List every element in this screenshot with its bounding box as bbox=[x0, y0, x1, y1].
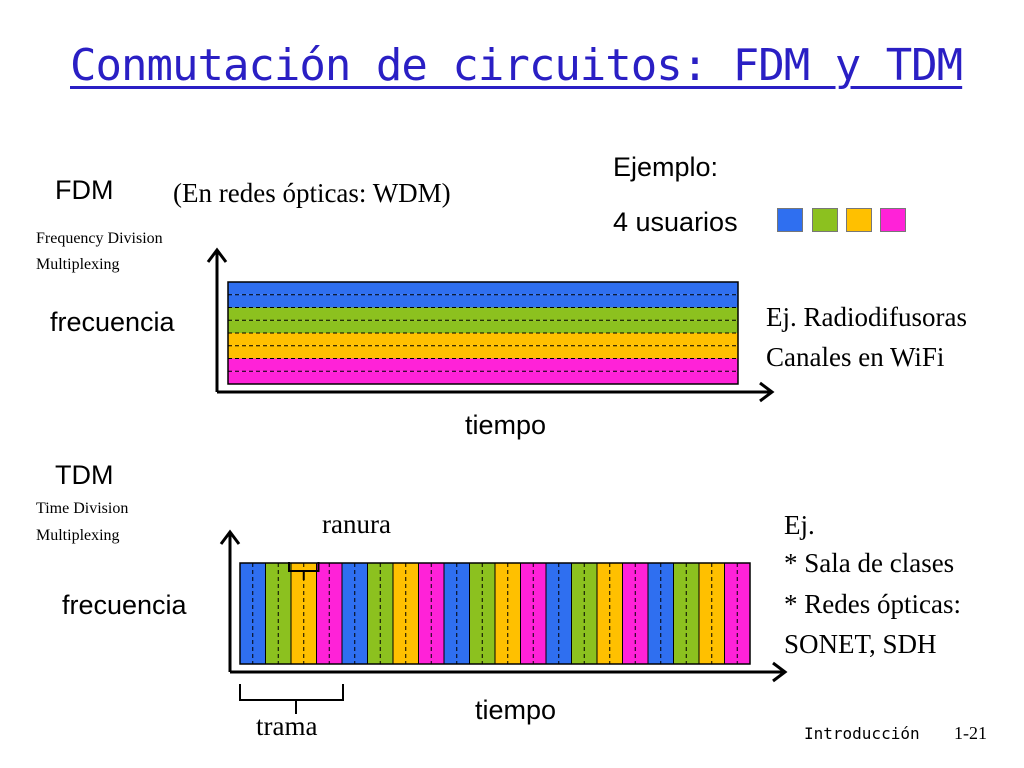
footer-page: 1-21 bbox=[954, 723, 987, 743]
frame-bracket bbox=[239, 684, 344, 701]
tdm-label: TDM bbox=[55, 460, 114, 490]
fdm-y-axis-label: frecuencia bbox=[50, 307, 175, 337]
fdm-x-axis-label: tiempo bbox=[465, 410, 547, 440]
tdm-example-3: * Redes ópticas: bbox=[784, 589, 961, 619]
frame-label: trama bbox=[256, 711, 318, 741]
fdm-band bbox=[228, 345, 738, 359]
fdm-x-arrow bbox=[759, 381, 775, 403]
tdm-y-axis-label: frecuencia bbox=[62, 590, 187, 620]
user-swatch-4 bbox=[880, 208, 906, 232]
fdm-band bbox=[228, 294, 738, 308]
fdm-band bbox=[228, 358, 738, 372]
tdm-diagram bbox=[219, 529, 788, 714]
tdm-x-axis-label: tiempo bbox=[475, 695, 557, 725]
tdm-fullname-2: Multiplexing bbox=[36, 527, 120, 544]
fdm-band bbox=[228, 282, 738, 295]
tdm-example-1: Ej. bbox=[784, 510, 815, 540]
fdm-y-arrow bbox=[206, 247, 228, 263]
fdm-fullname-1: Frequency Division bbox=[36, 230, 163, 247]
fdm-diagram bbox=[206, 247, 775, 403]
fdm-band-frame bbox=[227, 281, 739, 385]
slot-label: ranura bbox=[322, 509, 391, 539]
example-heading: Ejemplo: bbox=[613, 152, 719, 182]
tdm-fullname-1: Time Division bbox=[36, 500, 129, 517]
tdm-example-4: SONET, SDH bbox=[784, 629, 937, 659]
user-swatch-2 bbox=[812, 208, 838, 232]
tdm-example-2: * Sala de clases bbox=[784, 548, 955, 578]
users-label: 4 usuarios bbox=[613, 207, 738, 237]
tdm-y-arrow bbox=[219, 529, 241, 545]
fdm-note: (En redes ópticas: WDM) bbox=[173, 178, 451, 208]
fdm-example-1: Ej. Radiodifusoras bbox=[766, 302, 967, 332]
fdm-band bbox=[228, 333, 738, 346]
slide-title: Conmutación de circuitos: FDM y TDM bbox=[70, 40, 963, 91]
tdm-x-arrow bbox=[772, 661, 788, 683]
fdm-band bbox=[228, 307, 738, 321]
fdm-example-2: Canales en WiFi bbox=[766, 342, 945, 372]
footer-section: Introducción bbox=[804, 724, 920, 743]
fdm-label: FDM bbox=[55, 175, 114, 205]
fdm-fullname-2: Multiplexing bbox=[36, 256, 120, 273]
user-swatch-3 bbox=[846, 208, 872, 232]
fdm-band bbox=[228, 371, 738, 384]
fdm-band bbox=[228, 320, 738, 333]
user-swatch-1 bbox=[777, 208, 803, 232]
tdm-frame-border bbox=[239, 562, 751, 665]
